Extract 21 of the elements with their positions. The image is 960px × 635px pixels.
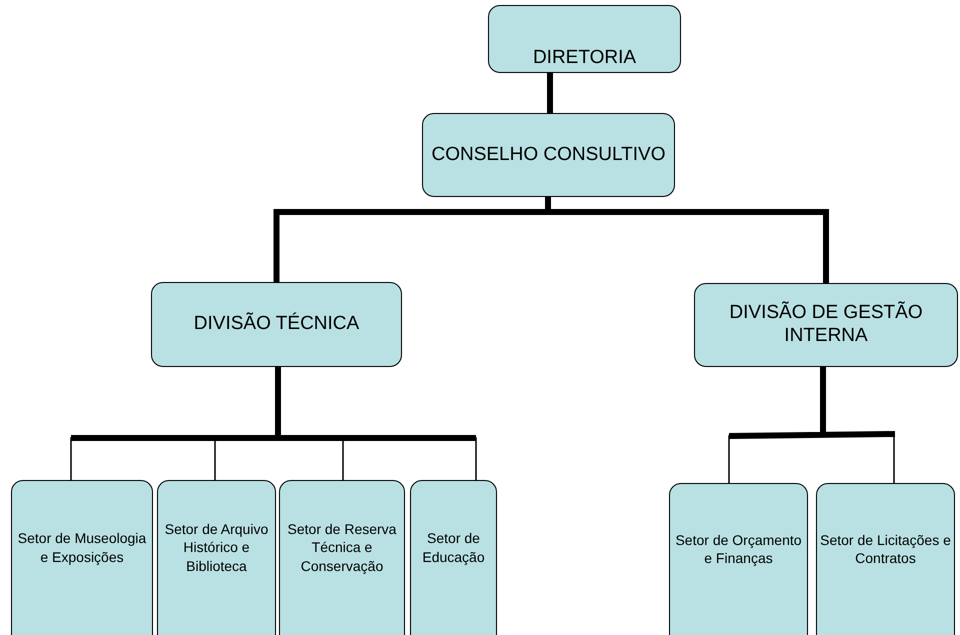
connector-line [547, 73, 553, 113]
org-unit-box [157, 480, 276, 635]
unit-name: CONSELHO CONSULTIVO [431, 144, 666, 166]
unit-name: DIVISÃO DE GESTÃO INTERNA [728, 302, 924, 348]
unit-name: Setor de Reserva Técnica e Conservação [286, 520, 398, 575]
unit-name: Setor de Arquivo Histórico e Biblioteca [164, 520, 270, 575]
org-unit-box [279, 480, 405, 635]
org-unit-box [410, 480, 497, 635]
unit-name: DIRETORIA [532, 47, 636, 70]
unit-name: Setor de Orçamento e Finanças [674, 530, 803, 568]
unit-name: Setor de Educação [421, 529, 486, 566]
org-unit-box [151, 282, 402, 367]
unit-name: Setor de Museologia e Exposições [16, 529, 148, 566]
org-unit-box [816, 483, 955, 635]
org-unit-box [694, 283, 958, 367]
org-unit-box [669, 483, 808, 635]
org-unit-box [422, 113, 675, 197]
org-unit-box [11, 480, 153, 635]
unit-name: Setor de Licitações e Contratos [820, 530, 951, 568]
unit-name: DIVISÃO TÉCNICA [194, 313, 360, 336]
org-unit-box [488, 5, 681, 73]
